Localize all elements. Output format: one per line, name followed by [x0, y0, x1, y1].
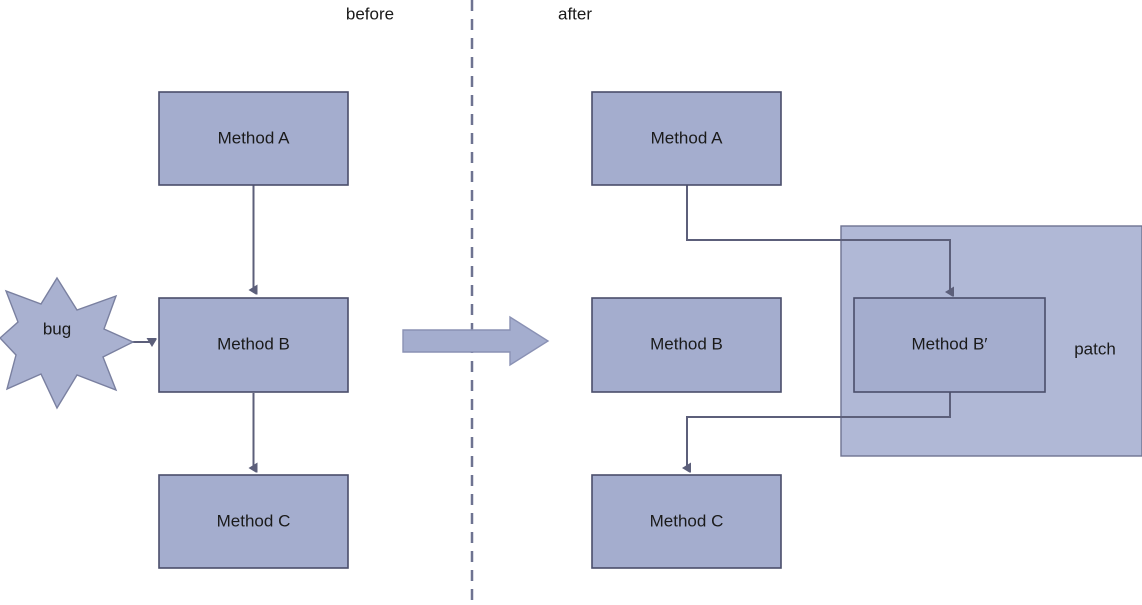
node-before-method-a-label: Method A — [218, 128, 290, 147]
edge-after-a-to-bprime — [686, 185, 950, 292]
node-after-method-a-label: Method A — [651, 128, 723, 147]
node-after-method-b-prime[interactable] — [853, 297, 1046, 393]
node-after-method-b-label: Method B — [650, 334, 723, 353]
node-after-method-b[interactable] — [591, 297, 782, 393]
bug-label: bug — [43, 319, 71, 338]
node-before-method-c-label: Method C — [217, 511, 291, 530]
node-after-method-c-label: Method C — [650, 511, 724, 530]
node-before-method-b[interactable] — [158, 297, 349, 393]
section-title-after: after — [558, 4, 592, 23]
node-after-method-c[interactable] — [591, 474, 782, 569]
bug-star-shape — [0, 276, 135, 410]
edge-after-bprime-to-c — [687, 392, 951, 468]
transition-arrow-icon — [402, 315, 550, 367]
node-before-method-b-label: Method B — [217, 334, 290, 353]
node-before-method-c[interactable] — [158, 474, 349, 569]
patch-label: patch — [1074, 339, 1116, 358]
section-title-before: before — [346, 4, 394, 23]
node-after-method-a[interactable] — [591, 91, 782, 186]
node-before-method-a[interactable] — [158, 91, 349, 186]
node-after-method-b-prime-label: Method B′ — [912, 334, 988, 353]
